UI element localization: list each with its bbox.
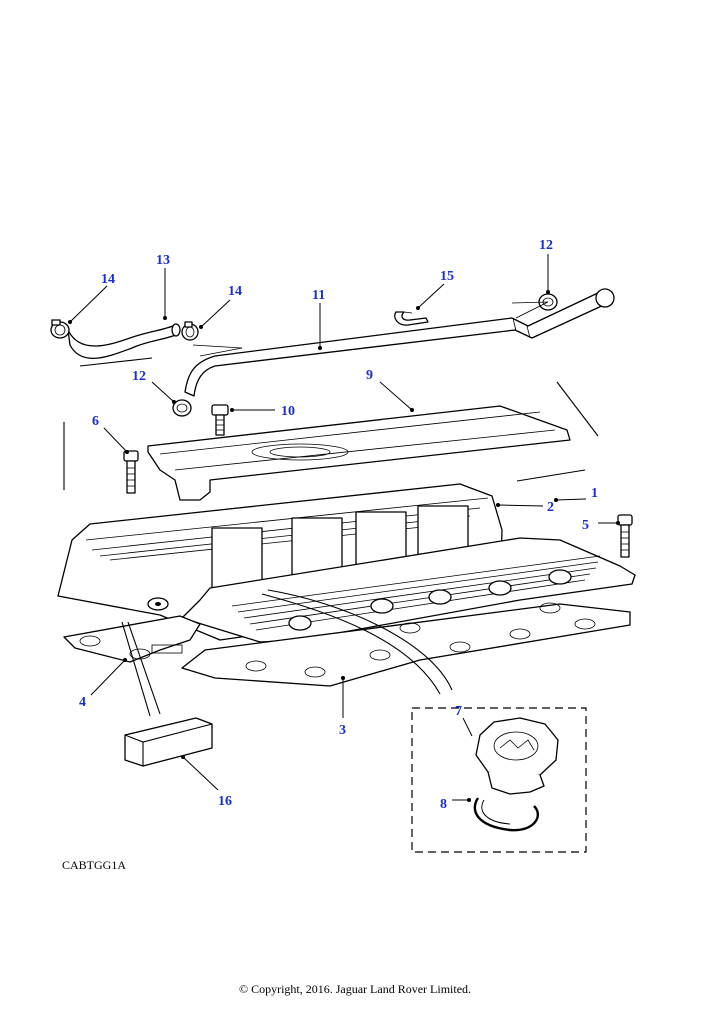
callout-numbers: 1 2 3 4 5 6 7 8 9 10 11 12 12 13 14 14 1…	[79, 238, 598, 812]
bolt-part-6[interactable]	[123, 450, 139, 494]
sealant-block-part-16[interactable]	[124, 717, 213, 767]
callout-7[interactable]: 7	[455, 704, 462, 719]
callout-13[interactable]: 13	[156, 253, 170, 268]
callout-15[interactable]: 15	[440, 269, 454, 284]
callout-16[interactable]: 16	[218, 794, 232, 809]
callout-6[interactable]: 6	[92, 414, 99, 429]
callout-14-right[interactable]: 14	[228, 284, 242, 299]
breather-hose-part-11[interactable]	[184, 288, 615, 397]
copyright-notice: © Copyright, 2016. Jaguar Land Rover Lim…	[239, 982, 471, 996]
hose-clip-upper-part-12[interactable]	[511, 293, 558, 319]
callout-8[interactable]: 8	[440, 797, 447, 812]
diagram-code: CABTGG1A	[62, 858, 126, 872]
guide-tube	[261, 589, 453, 695]
engine-cover-part-9[interactable]	[147, 405, 571, 501]
oil-filler-cap-part-7[interactable]	[475, 717, 559, 795]
callout-12-lower[interactable]: 12	[132, 369, 146, 384]
hose-clip-right-part-14[interactable]	[181, 321, 199, 341]
gasket-rear-part-4[interactable]	[63, 615, 201, 663]
bolt-part-5[interactable]	[617, 514, 633, 558]
callout-3[interactable]: 3	[339, 723, 346, 738]
gasket-front-part-3[interactable]	[181, 602, 631, 687]
construction-lines	[63, 357, 599, 490]
bolt-part-10[interactable]	[211, 404, 229, 436]
bracket-clip-part-15[interactable]	[394, 311, 429, 326]
callout-5[interactable]: 5	[582, 518, 589, 533]
callout-1[interactable]: 1	[591, 486, 598, 501]
callout-12-upper[interactable]: 12	[539, 238, 553, 253]
callout-10[interactable]: 10	[281, 404, 295, 419]
callout-9[interactable]: 9	[366, 368, 373, 383]
callout-leaders	[68, 254, 620, 802]
callout-14-left[interactable]: 14	[101, 272, 115, 287]
hose-clip-left-part-14[interactable]	[50, 319, 70, 339]
oil-filler-detail-box	[411, 707, 587, 853]
o-ring-part-8[interactable]	[473, 797, 540, 832]
callout-4[interactable]: 4	[79, 695, 86, 710]
hose-short-part-13[interactable]	[67, 323, 181, 359]
sealant-leader-lines	[121, 621, 161, 717]
callout-11[interactable]: 11	[312, 288, 325, 303]
cam-cover-front-part-1[interactable]	[181, 537, 636, 643]
hose-clip-lower-part-12[interactable]	[172, 399, 192, 417]
callout-2[interactable]: 2	[547, 500, 554, 515]
